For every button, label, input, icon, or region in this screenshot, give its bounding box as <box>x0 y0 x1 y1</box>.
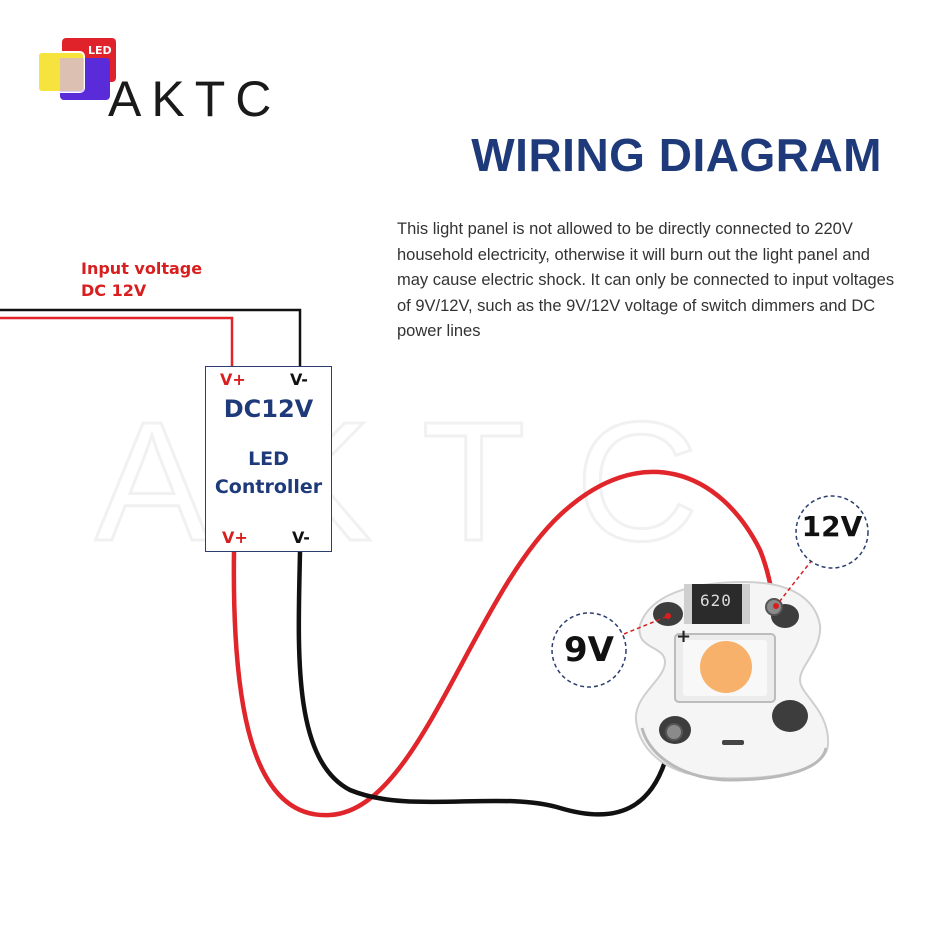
warning-description: This light panel is not allowed to be di… <box>397 220 895 340</box>
polarity-mark: + <box>676 626 692 647</box>
logo-badge-text: LED <box>88 44 112 57</box>
brand-name: AKTC <box>108 71 282 127</box>
callout-9v-label: 9V <box>564 630 614 670</box>
cathode-mark <box>722 740 744 745</box>
controller-name-line2: Controller <box>214 476 323 498</box>
input-red-wire <box>0 316 234 368</box>
input-black-wire <box>0 308 302 368</box>
callout-9v-circle <box>551 612 627 688</box>
solder-joint-black <box>665 723 683 741</box>
watermark-text: AKTC <box>95 387 748 577</box>
controller-bottom-minus: V- <box>292 528 310 547</box>
led-chip <box>700 641 752 693</box>
controller-name: LED Controller <box>206 445 331 501</box>
controller-voltage: DC12V <box>223 395 314 423</box>
callout-12v-circle <box>795 495 869 569</box>
controller-top-plus: V+ <box>220 370 246 389</box>
led-controller-box: V+ V- DC12V LED Controller V+ V- <box>205 366 332 552</box>
callout-12v-label: 12V <box>801 510 863 543</box>
output-black-wire <box>296 549 675 817</box>
output-red-wire <box>231 469 777 818</box>
page-title: WIRING DIAGRAM <box>471 129 882 181</box>
controller-bottom-plus: V+ <box>222 528 248 547</box>
pointer-12v <box>775 559 813 607</box>
resistor-code: 620 <box>700 591 732 610</box>
led-board <box>551 495 869 782</box>
pointer-9v <box>623 615 669 635</box>
controller-top-minus: V- <box>290 370 308 389</box>
input-voltage-line2: DC 12V <box>81 281 147 300</box>
logo-icon: LED <box>37 38 116 100</box>
controller-name-line1: LED <box>248 448 289 470</box>
input-voltage-line1: Input voltage <box>81 259 203 278</box>
resistor <box>684 584 750 624</box>
input-voltage-label: Input voltage DC 12V <box>81 258 202 302</box>
pad-bottom-right <box>772 700 808 732</box>
